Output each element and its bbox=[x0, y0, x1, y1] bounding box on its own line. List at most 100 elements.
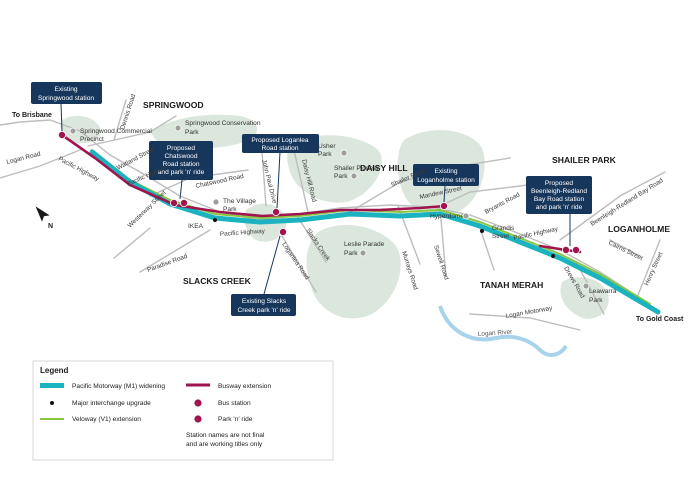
poi-marker-icon bbox=[212, 198, 220, 206]
poi-label-line-1: Usher bbox=[318, 143, 336, 150]
legend-item-interchange: Major interchange upgrade bbox=[72, 400, 151, 407]
legend-note-line-2: and are working titles only bbox=[186, 441, 263, 448]
poi-label-line-2: Park bbox=[318, 151, 332, 158]
legend-item-bus-station: Bus station bbox=[218, 400, 251, 407]
bus-station-icon bbox=[271, 207, 280, 216]
park-n-ride-icon bbox=[278, 227, 287, 236]
bus-station-icon bbox=[439, 201, 448, 210]
poi-label-line-2: Park bbox=[344, 250, 358, 257]
callout-line-2: Creek park 'n' ride bbox=[237, 307, 290, 314]
interchange-dots bbox=[213, 218, 555, 258]
area-label-daisy-hill: DAISY HILL bbox=[360, 163, 408, 173]
callout-box bbox=[149, 141, 213, 180]
road-label-logan-road: Logan Road bbox=[6, 151, 42, 166]
bus-station-icon bbox=[562, 245, 571, 254]
callout-line-1: Proposed Loganlea bbox=[251, 137, 309, 144]
callout-line-2: Springwood station bbox=[38, 95, 94, 102]
callout-line-1: Existing bbox=[434, 168, 457, 175]
road-label-pacific-highway-1: Pacific Highway bbox=[57, 156, 101, 184]
poi-label-line-2: Park bbox=[185, 129, 199, 136]
callout-line-1: Proposed bbox=[545, 180, 574, 187]
poi-label-line-2: Precinct bbox=[80, 136, 104, 143]
leawarra-park-area bbox=[560, 277, 609, 319]
legend-park-n-ride-icon bbox=[193, 414, 203, 424]
road-label-cairns-street: Cairns Street bbox=[607, 240, 644, 263]
legend-interchange-dot bbox=[50, 401, 54, 405]
callout-box bbox=[31, 82, 102, 104]
callout-box bbox=[413, 164, 479, 186]
westerway-street-road bbox=[113, 227, 151, 259]
callout-box bbox=[231, 294, 296, 316]
callout-connectors bbox=[60, 103, 571, 295]
north-arrow-label: N bbox=[48, 223, 53, 230]
poi-label-line-1: Springwood Commercial bbox=[80, 128, 152, 135]
callout-line-4: and park 'n' ride bbox=[536, 204, 583, 211]
interchange-dot bbox=[551, 254, 555, 258]
callout-line-1: Existing Slacks bbox=[242, 298, 287, 305]
poi-marker-icon bbox=[462, 212, 470, 220]
road-label-murrays-road: Murrays Road bbox=[400, 250, 419, 291]
poi-labels: Springwood Commercial Precinct Springwoo… bbox=[69, 120, 617, 338]
interchange-dot bbox=[213, 218, 217, 222]
logan-motorway-road bbox=[469, 313, 581, 331]
poi-label-logan-river: Logan River bbox=[478, 329, 514, 338]
poi-label-line-1: Springwood Conservation bbox=[185, 120, 261, 127]
callout-connector bbox=[276, 151, 281, 209]
callout-loganholme: Existing Loganholme station bbox=[413, 164, 479, 186]
leslie-parade-park-area bbox=[306, 224, 401, 319]
callout-line-2: Road station bbox=[261, 145, 298, 152]
poi-label-hyperdome: Hyperdome bbox=[430, 213, 464, 220]
poi-label-line-2: Park bbox=[334, 173, 348, 180]
bus-station-icon bbox=[169, 198, 178, 207]
legend-item-veloway: Veloway (V1) extension bbox=[72, 416, 141, 423]
callout-line-1: Proposed bbox=[167, 145, 196, 152]
road-label-bryants-road: Bryants Road bbox=[484, 191, 522, 216]
poi-usher-park: Usher Park bbox=[318, 143, 348, 158]
callout-box bbox=[242, 134, 319, 153]
callout-line-2: Loganholme station bbox=[417, 177, 475, 184]
area-label-slacks-creek: SLACKS CREEK bbox=[183, 276, 252, 286]
poi-label-line-1: The Village bbox=[223, 198, 256, 205]
poi-the-village-park: The Village Park bbox=[212, 198, 256, 213]
north-arrow-icon bbox=[35, 206, 50, 222]
beenleigh-redland-road bbox=[559, 171, 666, 241]
park-n-ride-icon bbox=[572, 245, 581, 254]
john-paul-drive-road bbox=[261, 151, 267, 207]
callout-beenleigh: Proposed Beenleigh-Redland Bay Road stat… bbox=[526, 176, 592, 214]
poi-marker-icon bbox=[350, 172, 358, 180]
area-label-springwood: SPRINGWOOD bbox=[143, 100, 204, 110]
callout-loganlea: Proposed Loganlea Road station bbox=[242, 134, 319, 153]
callout-line-3: Bay Road station bbox=[534, 196, 585, 203]
watland-road bbox=[87, 115, 177, 147]
grandis-street-road bbox=[479, 227, 495, 271]
poi-shailer-pioneer-park: Shailer Pioneer Park bbox=[334, 165, 380, 180]
sewell-road-road bbox=[439, 207, 447, 277]
road-label-beenleigh-redland-bay-road: Beenleigh-Redland Bay Road bbox=[589, 177, 664, 228]
road-label-grandis-street-1: Grandis bbox=[492, 225, 514, 232]
callout-line-3: Road station bbox=[162, 161, 199, 168]
bus-station-icon bbox=[58, 130, 67, 139]
logan-river bbox=[438, 305, 568, 357]
callout-line-2: Chatswood bbox=[165, 153, 198, 160]
direction-to-gold-coast: To Gold Coast bbox=[636, 316, 684, 323]
road-label-pacific-highway-3: Pacific Highway bbox=[220, 228, 266, 238]
poi-marker-icon bbox=[174, 124, 182, 132]
legend-motorway-swatch bbox=[40, 383, 64, 388]
road-label-pacific-highway-4: Pacific Highway bbox=[513, 226, 559, 242]
springwood-commercial-area bbox=[60, 115, 101, 144]
callout-line-2: Beenleigh-Redland bbox=[531, 188, 587, 195]
direction-to-brisbane: To Brisbane bbox=[12, 112, 52, 119]
cairns-street-road bbox=[609, 239, 641, 257]
busway-extension-line bbox=[60, 133, 447, 218]
callout-springwood-station: Existing Springwood station bbox=[31, 82, 102, 104]
dennis-road-road bbox=[113, 99, 127, 141]
legend-item-busway: Busway extension bbox=[218, 383, 271, 390]
poi-marker-icon bbox=[582, 282, 590, 290]
poi-label-line-1: Shailer Pioneer bbox=[334, 165, 380, 172]
legend: Legend Pacific Motorway (M1) widening Ma… bbox=[32, 360, 334, 461]
road-label-john-paul-drive: John Paul Drive bbox=[260, 159, 278, 205]
callout-connector bbox=[179, 179, 183, 200]
legend-item-park-n-ride: Park 'n' ride bbox=[218, 416, 253, 423]
